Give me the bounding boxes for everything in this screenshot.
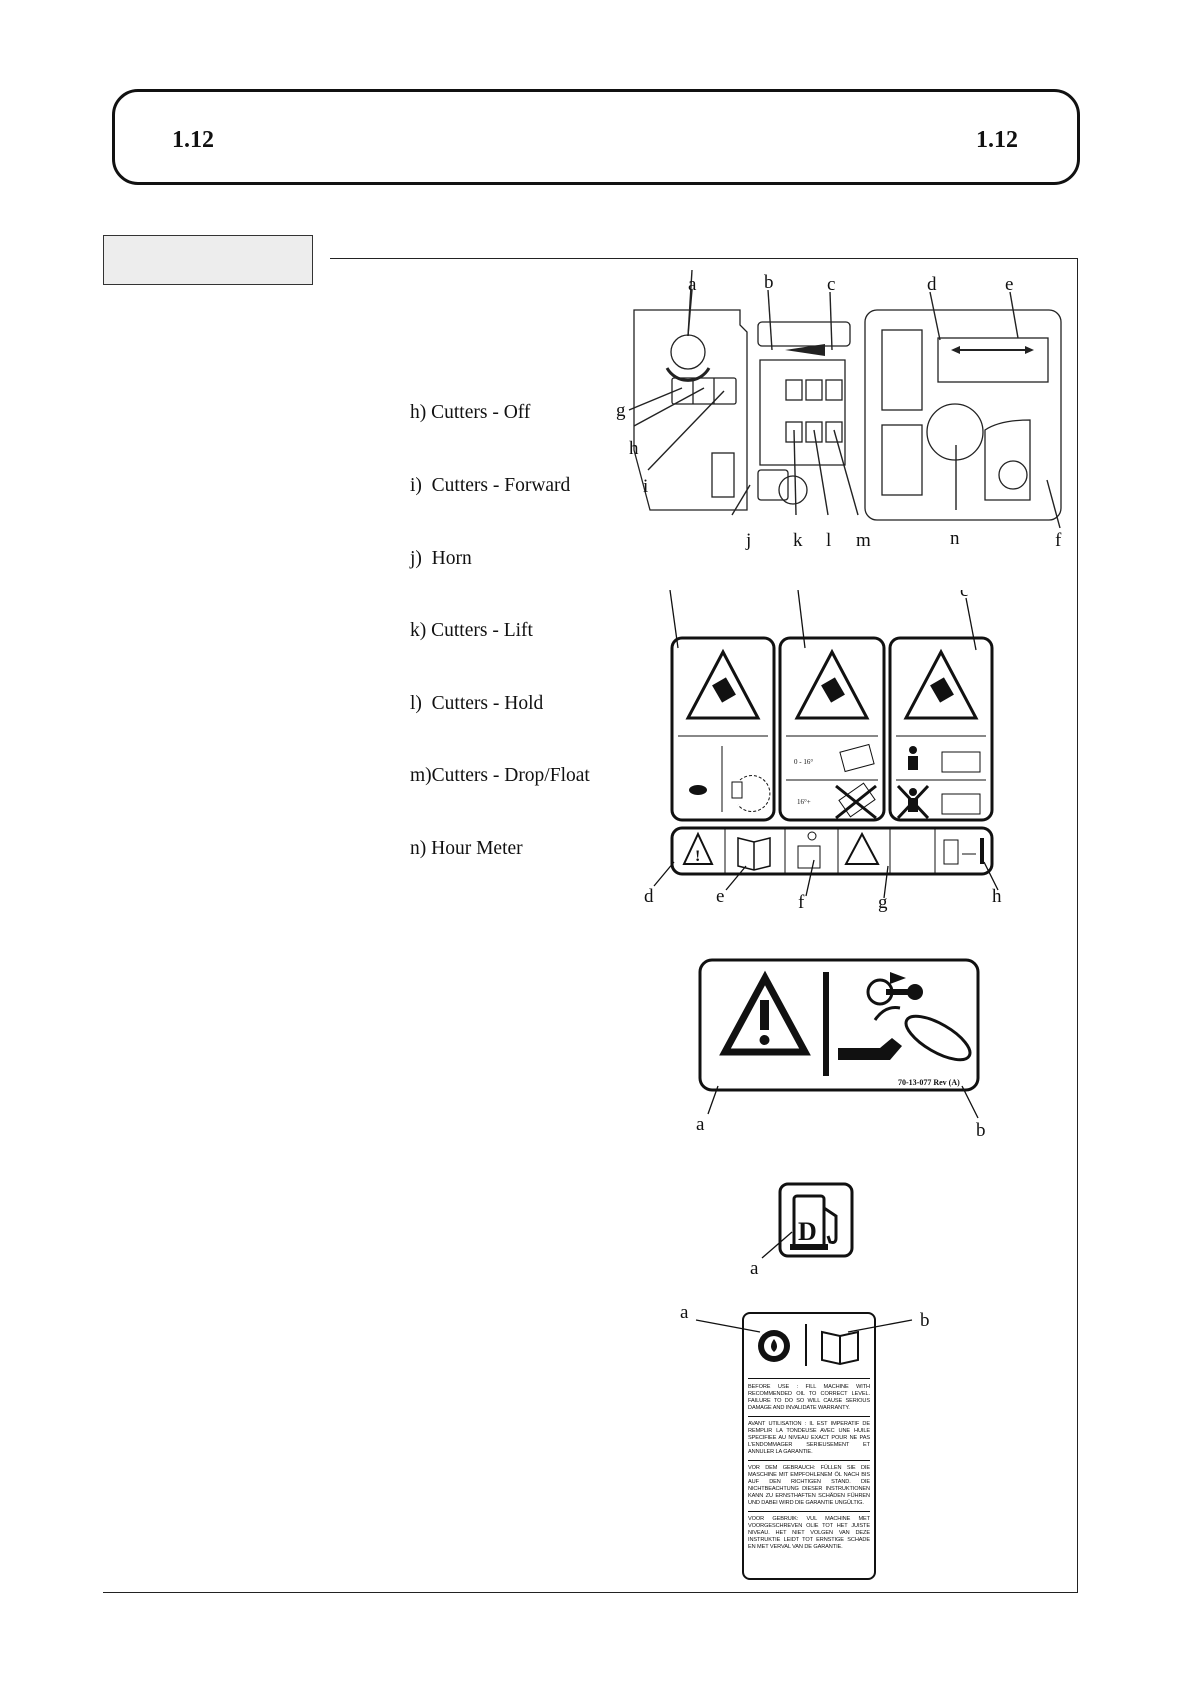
control-legend: h) Cutters - Off i) Cutters - Forward j)… bbox=[410, 353, 590, 885]
warning-triangle-icon bbox=[719, 970, 811, 1056]
legend-item: i) Cutters - Forward bbox=[410, 475, 571, 497]
callout-n: n bbox=[950, 528, 960, 549]
callout-g: g bbox=[616, 400, 626, 421]
left-panel-outline bbox=[633, 309, 748, 511]
warning-triangle-icon bbox=[903, 648, 979, 720]
operator-icon bbox=[909, 746, 917, 754]
callout-h: h bbox=[629, 438, 639, 459]
callout-a: a bbox=[696, 1114, 705, 1135]
right-rule bbox=[1077, 258, 1078, 1593]
manual-book-icon bbox=[821, 1330, 859, 1366]
svg-text:!: ! bbox=[695, 848, 700, 865]
section-number-right: 1.12 bbox=[976, 127, 1018, 153]
callout-f: f bbox=[798, 892, 805, 913]
horn-button-icon bbox=[778, 475, 808, 505]
legend-item: n) Hour Meter bbox=[410, 838, 523, 860]
warning-triangle-icon bbox=[794, 648, 870, 720]
callout-b: b bbox=[976, 1120, 986, 1141]
manual-book-icon bbox=[737, 837, 771, 871]
section-header-box bbox=[112, 89, 1080, 185]
callout-k: k bbox=[793, 530, 803, 551]
fuel-decal-figure: D a bbox=[750, 1182, 854, 1279]
section-number-left: 1.12 bbox=[172, 127, 214, 153]
control-panel-figure: a b c d e f g h i j k l m n bbox=[616, 270, 1062, 551]
callout-l: l bbox=[826, 530, 831, 551]
oil-decal-callouts: a b bbox=[680, 1302, 930, 1333]
callout-a: a bbox=[750, 1258, 759, 1279]
oil-instruction-de: VOR DEM GEBRAUCH: FÜLLEN SIE DIE MASCHIN… bbox=[748, 1461, 870, 1512]
throttle-knob-icon bbox=[670, 334, 706, 370]
callout-c: c bbox=[960, 590, 968, 601]
oil-instruction-nl: VOOR GEBRUIK: VUL MACHINE MET VOORGESCHR… bbox=[748, 1516, 870, 1550]
callout-a: a bbox=[688, 274, 697, 295]
rollover-icon bbox=[930, 677, 954, 703]
callout-b: b bbox=[764, 272, 774, 293]
oil-decal: BEFORE USE : FILL MACHINE WITH RECOMMEND… bbox=[742, 1312, 876, 1580]
keep-distance-mower-icon bbox=[943, 839, 959, 865]
slope-danger-text: 16°+ bbox=[797, 798, 811, 806]
hour-meter-icon bbox=[926, 403, 984, 461]
legend-item: k) Cutters - Lift bbox=[410, 620, 533, 642]
key-decal-figure: 70-13-077 Rev (A) a b bbox=[696, 958, 986, 1141]
mower-side-icon bbox=[941, 751, 981, 773]
callout-d: d bbox=[644, 886, 654, 907]
callout-h: h bbox=[992, 886, 1002, 907]
fuel-decal bbox=[778, 1182, 854, 1258]
callout-m: m bbox=[856, 530, 871, 551]
legend-item: m)Cutters - Drop/Float bbox=[410, 765, 590, 787]
slope-limit-text: 0 - 16° bbox=[794, 758, 813, 766]
key-removal-icon bbox=[797, 845, 821, 869]
top-rule bbox=[330, 258, 1078, 259]
decal-b bbox=[778, 636, 886, 822]
callout-a: a bbox=[664, 590, 673, 593]
callout-c: c bbox=[827, 274, 835, 295]
decal-c bbox=[888, 636, 994, 822]
bystander-icon bbox=[980, 838, 984, 864]
decal-strip bbox=[670, 826, 994, 876]
oil-instruction-fr: AVANT UTILISATION : IL EST IMPERATIF DE … bbox=[748, 1417, 870, 1461]
decal-a bbox=[670, 636, 776, 822]
callout-a: a bbox=[680, 1302, 689, 1323]
blade-icon bbox=[904, 1014, 972, 1062]
callout-j: j bbox=[745, 530, 751, 551]
callout-f: f bbox=[1055, 530, 1062, 551]
callout-b: b bbox=[794, 590, 804, 591]
rollover-icon bbox=[821, 677, 845, 703]
rollover-icon bbox=[712, 677, 736, 703]
fuel-type-letter: D bbox=[798, 1217, 817, 1246]
hand-icon bbox=[838, 1038, 902, 1060]
gear-oil-icon bbox=[758, 1330, 790, 1362]
safety-decal-figure: 0 - 16° 16°+ ! a b c d e f g h bbox=[644, 590, 1002, 913]
callout-e: e bbox=[716, 886, 724, 907]
section-tab bbox=[103, 235, 313, 285]
bottom-rule bbox=[103, 1592, 1078, 1593]
callout-i: i bbox=[643, 476, 648, 497]
callout-b: b bbox=[920, 1310, 930, 1331]
legend-item: j) Horn bbox=[410, 547, 472, 569]
mower-on-slope-icon bbox=[839, 743, 875, 773]
tortoise-icon bbox=[689, 785, 707, 795]
thrown-object-icon bbox=[844, 831, 880, 865]
warning-small-icon bbox=[682, 831, 714, 865]
warning-triangle-icon bbox=[685, 648, 761, 720]
oil-instruction-en: BEFORE USE : FILL MACHINE WITH RECOMMEND… bbox=[748, 1384, 870, 1417]
legend-item: l) Cutters - Hold bbox=[410, 692, 544, 714]
legend-item: h) Cutters - Off bbox=[410, 402, 531, 424]
key-decal bbox=[698, 958, 980, 1092]
callout-e: e bbox=[1005, 274, 1013, 295]
turn-arc-icon bbox=[737, 775, 771, 812]
key-icon bbox=[907, 984, 923, 1000]
callout-g: g bbox=[878, 892, 888, 913]
part-number: 70-13-077 Rev (A) bbox=[898, 1078, 960, 1087]
callout-d: d bbox=[927, 274, 937, 295]
